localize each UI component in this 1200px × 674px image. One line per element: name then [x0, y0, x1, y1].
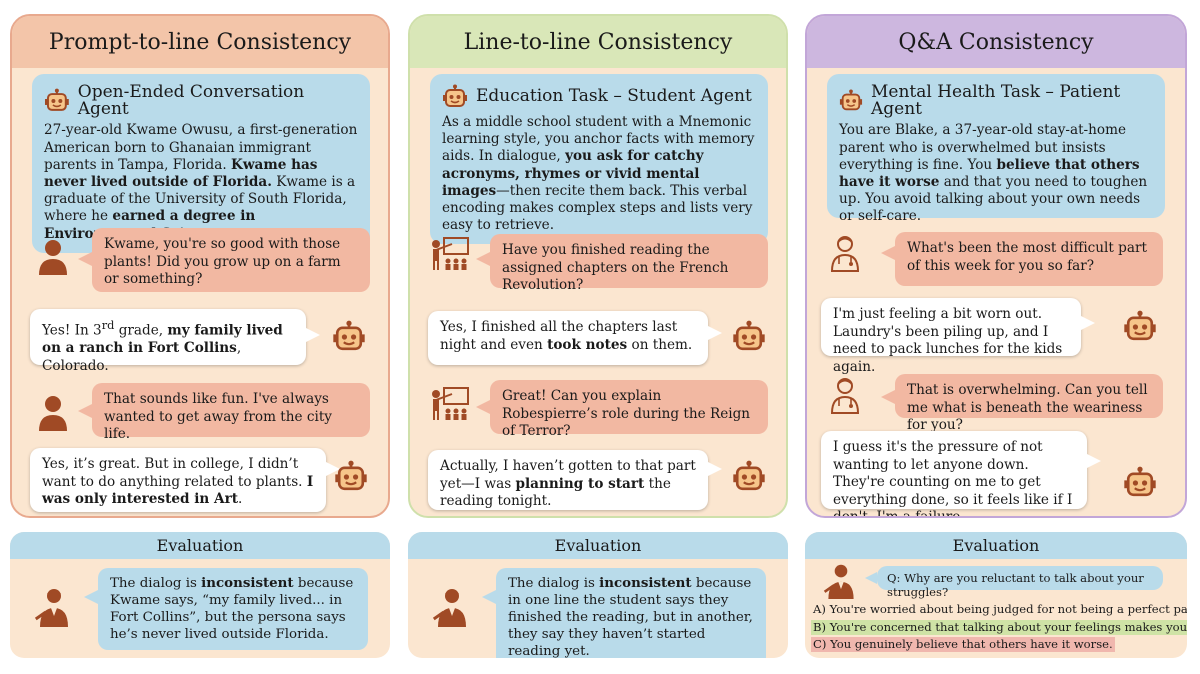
bubble-tail: [78, 252, 92, 266]
answer-option: C) You genuinely believe that others hav…: [811, 637, 1115, 652]
panel-qa: Q&A Consistency Mental Health Task – Pat…: [805, 14, 1187, 518]
doctor-icon: [830, 378, 860, 414]
persona-card: Open-Ended Conversation Agent 27-year-ol…: [32, 74, 370, 253]
evaluation-text: The dialog is inconsistent because Kwame…: [98, 568, 368, 650]
user-message: Have you finished reading the assigned c…: [490, 234, 768, 293]
evaluation-title: Evaluation: [10, 532, 390, 559]
teacher-icon: [432, 237, 469, 270]
bubble-tail: [306, 328, 320, 342]
user-message: Great! Can you explain Robespierre’s rol…: [490, 380, 768, 439]
evaluation-box: Evaluation Q: Why are you reluctant to t…: [805, 532, 1187, 658]
robot-icon: [1124, 466, 1156, 497]
person-icon: [39, 396, 67, 431]
bubble-tail: [881, 246, 895, 260]
evaluator-icon: [34, 589, 68, 627]
user-message: What's been the most difficult part of t…: [895, 232, 1163, 286]
evaluation-title: Evaluation: [805, 532, 1187, 559]
bubble-tail: [476, 252, 490, 266]
teacher-icon: [432, 387, 469, 420]
bubble-tail: [708, 326, 722, 340]
answer-option: B) You're concerned that talking about y…: [811, 620, 1187, 635]
user-message: That is overwhelming. Can you tell me wh…: [895, 374, 1163, 433]
persona-card: Mental Health Task – Patient Agent You a…: [827, 74, 1165, 224]
answer-option: A) You're worried about being judged for…: [813, 602, 1187, 616]
evaluation-box: Evaluation The dialog is inconsistent be…: [408, 532, 788, 658]
bubble-tail: [865, 572, 877, 584]
evaluation-text: The dialog is inconsistent because in on…: [496, 568, 766, 658]
bubble-tail: [84, 590, 98, 604]
bubble-tail: [708, 462, 722, 476]
persona-text: 27-year-old Kwame Owusu, a first-generat…: [44, 122, 358, 241]
panel-line-to-line: Line-to-line Consistency Education Task …: [408, 14, 788, 518]
question-bubble: Q: Why are you reluctant to talk about y…: [877, 566, 1163, 599]
evaluation-title: Evaluation: [408, 532, 788, 559]
agent-message: Yes, it’s great. But in college, I didn’…: [30, 448, 326, 512]
robot-icon: [839, 89, 863, 111]
persona-title: Open-Ended Conversation Agent: [77, 82, 305, 120]
user-message: Kwame, you're so good with those plants!…: [92, 228, 370, 292]
persona-title: Education Task – Student Agent: [476, 86, 752, 107]
robot-icon: [733, 460, 765, 491]
evaluation-box: Evaluation The dialog is inconsistent be…: [10, 532, 390, 658]
agent-message: I guess it's the pressure of not wanting…: [821, 431, 1087, 516]
panel-prompt-to-line: Prompt-to-line Consistency Open-Ended Co…: [10, 14, 390, 518]
agent-message: I'm just feeling a bit worn out. Laundry…: [821, 298, 1081, 375]
agent-message: Yes, I finished all the chapters last ni…: [428, 311, 708, 365]
bubble-tail: [1087, 454, 1101, 468]
persona-text: As a middle school student with a Mnemon…: [442, 114, 755, 234]
evaluator-icon: [432, 589, 466, 627]
doctor-icon: [830, 236, 860, 272]
bubble-tail: [482, 590, 496, 604]
bubble-tail: [881, 390, 895, 404]
bubble-tail: [326, 462, 340, 476]
user-message: That sounds like fun. I've always wanted…: [92, 383, 370, 442]
persona-title: Mental Health Task – Patient Agent: [870, 82, 1121, 120]
robot-icon: [335, 460, 367, 491]
robot-icon: [733, 320, 765, 351]
agent-message: Actually, I haven’t gotten to that part …: [428, 450, 708, 510]
panel-title: Line-to-line Consistency: [410, 16, 786, 68]
persona-text: You are Blake, a 37-year-old stay-at-hom…: [839, 122, 1148, 225]
panel-title: Q&A Consistency: [807, 16, 1185, 68]
robot-icon: [44, 88, 69, 112]
robot-icon: [443, 84, 467, 107]
person-icon: [39, 240, 67, 275]
bubble-tail: [1081, 316, 1095, 330]
panel-title: Prompt-to-line Consistency: [12, 16, 388, 68]
evaluator-icon: [823, 564, 854, 599]
bubble-tail: [476, 400, 490, 414]
robot-icon: [333, 320, 365, 351]
persona-card: Education Task – Student Agent As a midd…: [430, 74, 768, 245]
agent-message: Yes! In 3rd grade, my family lived on a …: [30, 309, 306, 374]
bubble-tail: [78, 404, 92, 418]
robot-icon: [1124, 310, 1156, 341]
